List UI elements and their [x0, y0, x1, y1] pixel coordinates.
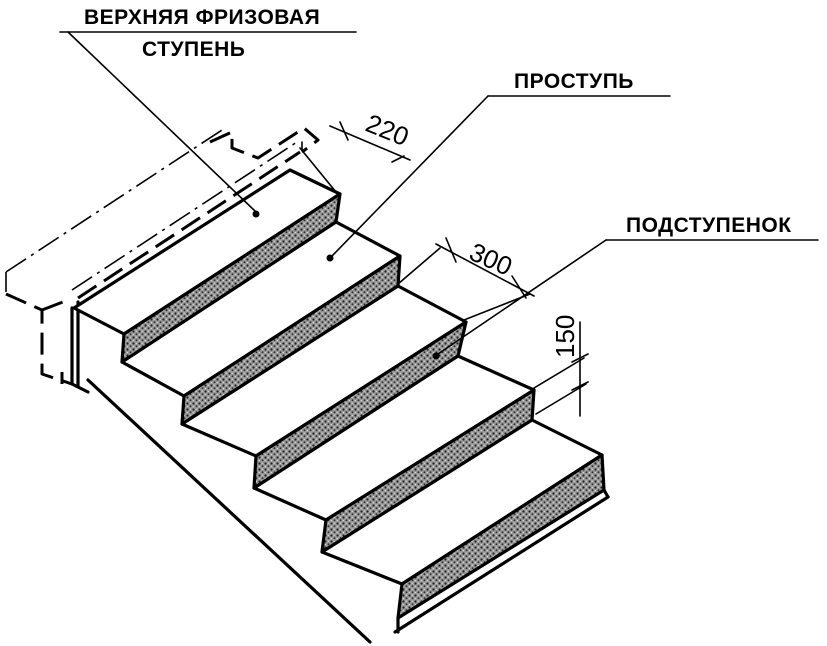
dim-text-150: 150	[550, 315, 580, 358]
label-tread: ПРОСТУПЬ	[514, 70, 634, 93]
label-top-frieze-step-line2: СТУПЕНЬ	[142, 38, 245, 61]
stair-stringer	[70, 300, 610, 644]
dimension-220	[299, 121, 411, 193]
label-riser: ПОДСТУПЕНОК	[626, 214, 792, 237]
landing-outline	[5, 129, 301, 292]
callout-leaders	[59, 31, 819, 360]
label-top-frieze-step-line1: ВЕРХНЯЯ ФРИЗОВАЯ	[84, 6, 320, 29]
dim-text-300: 300	[465, 237, 517, 282]
dimension-150	[533, 321, 589, 417]
steps	[72, 168, 610, 634]
frieze-step-dashed-outline	[5, 126, 320, 386]
dim-text-220: 220	[362, 108, 413, 152]
